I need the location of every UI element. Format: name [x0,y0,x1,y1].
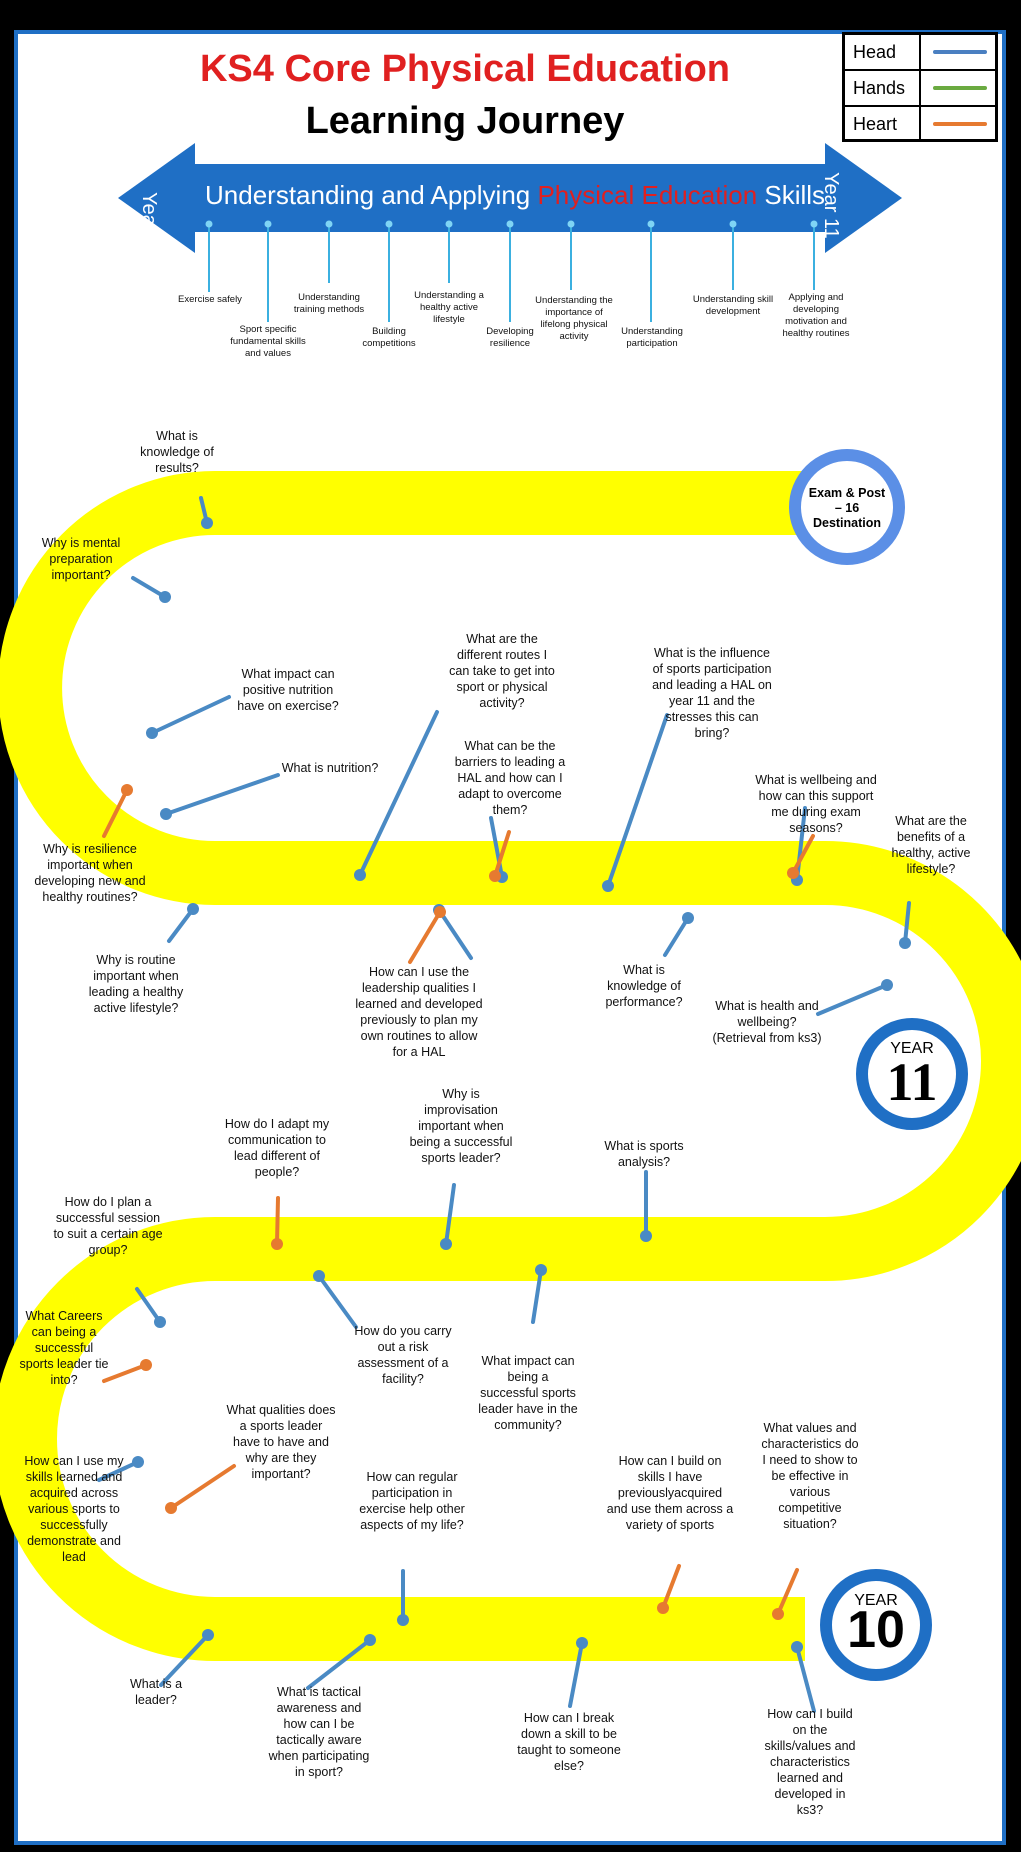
milestone-label: Understanding participation [621,326,683,349]
year11-badge [856,1018,968,1130]
milestone-label: Understanding the importance of lifelong… [535,295,613,342]
question-label: What is tactical awareness and how can I… [268,1685,370,1779]
page-subtitle: Learning Journey [305,100,625,142]
head-connector-dots [132,517,911,1653]
legend-label-head: Head [845,35,921,69]
question-label: What qualities does a sports leader have… [226,1403,336,1481]
legend-label-hands: Hands [845,71,921,105]
milestone-label: Understanding a healthy active lifestyle [414,290,484,325]
milestone-label: Applying and developing motivation and h… [782,292,850,339]
year10-word: YEAR [854,1592,898,1609]
destination-label: Exam & Post – 16 Destination [808,486,886,530]
legend-swatch-heart [933,122,987,126]
question-label: What values and characteristics do I nee… [761,1421,859,1531]
learning-road [0,471,1021,1661]
question-label: What are the different routes I can take… [449,632,555,710]
page-title: KS4 Core Physical Education [199,48,731,90]
timeline-title: Understanding and Applying Physical Educ… [205,180,825,211]
question-label: What is knowledge of results? [140,429,214,475]
question-label: What is knowledge of performance? [605,963,683,1009]
milestone-label: Developing resilience [486,326,534,349]
question-label: How can regular participation in exercis… [359,1470,465,1532]
question-label: How can I build on the skills/values and… [764,1707,856,1817]
legend-label-heart: Heart [845,107,921,141]
question-label: What is the influence of sports particip… [652,646,772,740]
question-label: How can I break down a skill to be taugh… [517,1711,621,1773]
question-label: How do I plan a successful session to su… [53,1195,163,1257]
question-label: What is wellbeing and how can this suppo… [755,773,877,835]
strand-legend: Head Hands Heart [842,32,998,142]
question-label: How do you carry out a risk assessment o… [354,1324,452,1386]
heart-connectors [102,788,815,1616]
milestone-label: Understanding training methods [293,292,365,315]
question-label: What is a leader? [129,1677,183,1707]
question-label: What impact can being a successful sport… [478,1354,578,1432]
question-label: What is health and wellbeing? (Retrieval… [712,999,822,1045]
timeline-dots [205,220,818,228]
legend-item-heart: Heart [845,107,995,141]
year10-number: 10 [847,1601,905,1659]
question-label: What impact can positive nutrition have … [237,667,339,713]
legend-item-head: Head [845,35,995,71]
timeline-title-part2: Skills [757,180,826,210]
question-label: How can I use the leadership qualities I… [355,965,483,1059]
question-label: How can I build on skills I have previou… [606,1454,734,1532]
legend-item-hands: Hands [845,71,995,107]
question-label: Why is routine important when leading a … [88,953,184,1015]
question-label: Why is resilience important when develop… [34,842,146,904]
year10-badge [820,1569,932,1681]
question-label: Why is mental preparation important? [41,536,121,582]
question-label: What is sports analysis? [604,1139,684,1169]
destination-badge [789,449,905,565]
timeline-title-part1: Understanding and Applying [205,180,538,210]
question-label: What Careers can being a successful spor… [19,1309,109,1387]
heart-connector-dots [121,784,799,1620]
question-label: How do I adapt my communication to lead … [224,1117,330,1179]
year11-word: YEAR [890,1040,934,1057]
question-label: How can I use my skills learned and acqu… [24,1454,124,1564]
question-label: What is nutrition? [281,761,379,775]
timeline-start-label: Year 10 [138,192,160,261]
question-label: What can be the barriers to leading a HA… [454,739,566,817]
question-label: What are the benefits of a healthy, acti… [891,814,971,876]
legend-swatch-hands [933,86,987,90]
head-connectors [97,496,911,1713]
timeline-title-highlight: Physical Education [537,180,758,210]
poster-frame [14,30,1006,1845]
question-label: Why is improvisation important when bein… [409,1087,513,1165]
milestone-label: Building competitions [362,326,416,349]
timeline-ticks [208,224,815,322]
milestone-label: Sport specific fundamental skills and va… [230,324,306,359]
milestone-label: Exercise safely [178,294,242,305]
milestone-label: Understanding skill development [692,294,774,317]
year11-number: 11 [886,1052,938,1112]
timeline-arrow [118,143,902,253]
legend-swatch-head [933,50,987,54]
